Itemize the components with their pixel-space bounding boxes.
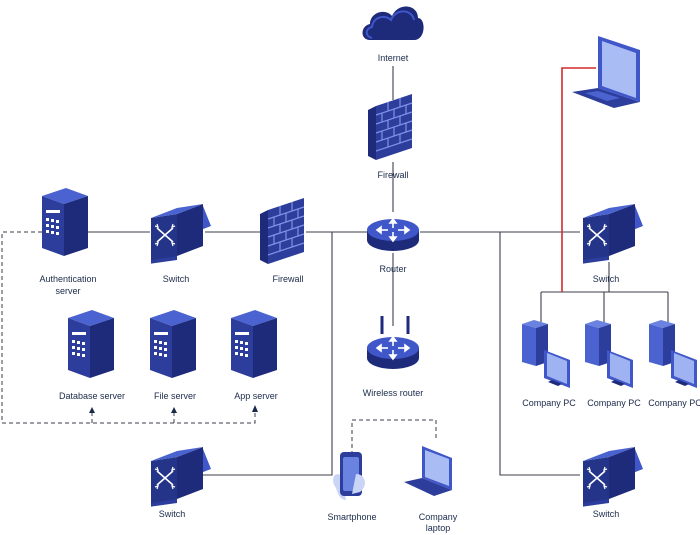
label-company-pc-3: Company PC	[648, 398, 700, 408]
label-auth-server-line2: server	[55, 286, 80, 296]
label-database-server: Database server	[59, 391, 125, 401]
remote-laptop-link	[561, 67, 596, 292]
switch-icon-bottom-left	[150, 446, 212, 508]
label-auth-server-line1: Authentication	[39, 274, 96, 284]
laptop-icon-company	[404, 446, 452, 496]
label-company-laptop-line1: Company	[419, 512, 458, 522]
switch-icon-left	[150, 203, 212, 265]
node-labels: Internet Firewall Router Wireless router…	[39, 53, 700, 533]
company-pc-icon-3	[649, 320, 697, 388]
label-file-server: File server	[154, 391, 196, 401]
label-smartphone: Smartphone	[327, 512, 376, 522]
label-switch-bottom-left: Switch	[159, 509, 186, 519]
firewall-icon-left	[259, 197, 305, 265]
firewall-icon-top	[367, 93, 413, 161]
router-icon	[366, 218, 420, 252]
switch-icon-bottom-right	[582, 446, 644, 508]
wireless-router-icon	[366, 316, 420, 370]
label-app-server: App server	[234, 391, 278, 401]
label-company-pc-1: Company PC	[522, 398, 576, 408]
label-switch-right: Switch	[593, 274, 620, 284]
label-firewall-left: Firewall	[272, 274, 303, 284]
label-switch-bottom-right: Switch	[593, 509, 620, 519]
smartphone-icon	[333, 452, 365, 500]
dashed-links	[1, 231, 437, 455]
auth-server-icon	[42, 188, 88, 256]
database-server-icon	[68, 310, 114, 378]
label-router: Router	[379, 264, 406, 274]
label-wireless-router: Wireless router	[363, 388, 424, 398]
label-company-pc-2: Company PC	[587, 398, 641, 408]
file-server-icon	[150, 310, 196, 378]
app-server-icon	[231, 310, 277, 378]
laptop-icon-remote	[572, 36, 640, 108]
company-pc-icon-2	[585, 320, 633, 388]
label-internet: Internet	[378, 53, 409, 63]
label-switch-left: Switch	[163, 274, 190, 284]
label-firewall-top: Firewall	[377, 170, 408, 180]
cloud-icon	[362, 6, 424, 40]
switch-icon-right	[582, 203, 644, 265]
arrowheads	[89, 405, 258, 413]
label-company-laptop-line2: laptop	[426, 523, 451, 533]
company-pc-icon-1	[522, 320, 570, 388]
